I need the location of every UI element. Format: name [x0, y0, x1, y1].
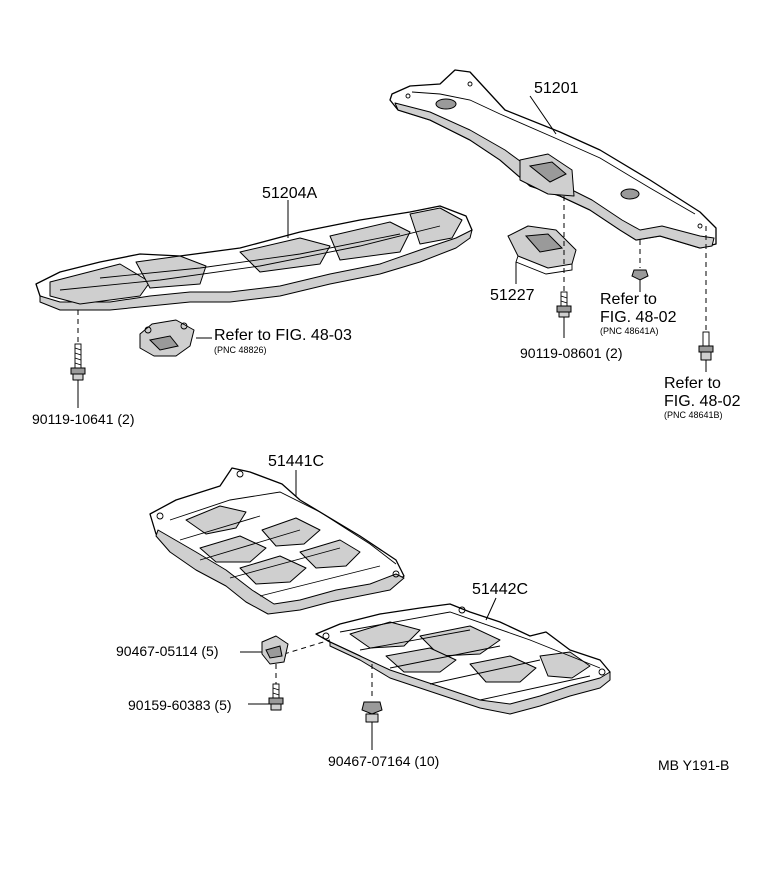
diagram-code: MB Y191-B	[658, 757, 729, 773]
under-cover-51441c	[149, 467, 405, 615]
label-90119-08601: 90119-08601 (2)	[520, 345, 622, 361]
label-ref-48-02-b-1: Refer to	[664, 375, 721, 392]
label-51442c: 51442C	[472, 581, 528, 598]
engine-mount-48826-icon	[139, 319, 195, 357]
label-ref-48-02-b-2: FIG. 48-02	[664, 393, 741, 410]
label-ref-48-02-a-2: FIG. 48-02	[600, 309, 677, 326]
label-ref-48-02-a-1: Refer to	[600, 291, 657, 308]
leader-dash-90467-05114	[283, 639, 331, 655]
leader-51201	[529, 95, 557, 135]
bolt-90467-07164-icon	[361, 701, 383, 723]
leader-51442c	[485, 597, 497, 621]
label-51441c: 51441C	[268, 453, 324, 470]
label-90467-07164: 90467-07164 (10)	[328, 753, 439, 769]
clip-90467-05114-icon	[261, 635, 289, 665]
label-51201: 51201	[534, 80, 579, 97]
label-51227: 51227	[490, 287, 535, 304]
screw-90159-60383-icon	[268, 683, 284, 711]
label-pnc-48641b: (PNC 48641B)	[664, 410, 723, 420]
label-51204a: 51204A	[262, 185, 317, 202]
under-cover-51442c	[315, 603, 611, 715]
bolt-90119-08601-icon	[556, 291, 572, 318]
label-ref-fig-48-03: Refer to FIG. 48-03	[214, 327, 352, 344]
label-pnc-48826: (PNC 48826)	[214, 345, 267, 355]
label-90159-60383: 90159-60383 (5)	[128, 697, 232, 713]
bolt-90119-10641-icon	[70, 343, 86, 381]
label-90119-10641: 90119-10641 (2)	[32, 411, 134, 427]
insulator-51227	[507, 225, 577, 275]
crossmember-51201	[389, 69, 717, 249]
rail-51204a	[35, 205, 473, 311]
label-pnc-48641a: (PNC 48641A)	[600, 326, 659, 336]
label-90467-05114: 90467-05114 (5)	[116, 643, 218, 659]
nut-48641a-icon	[631, 269, 649, 281]
stud-48641b-icon	[698, 331, 714, 361]
